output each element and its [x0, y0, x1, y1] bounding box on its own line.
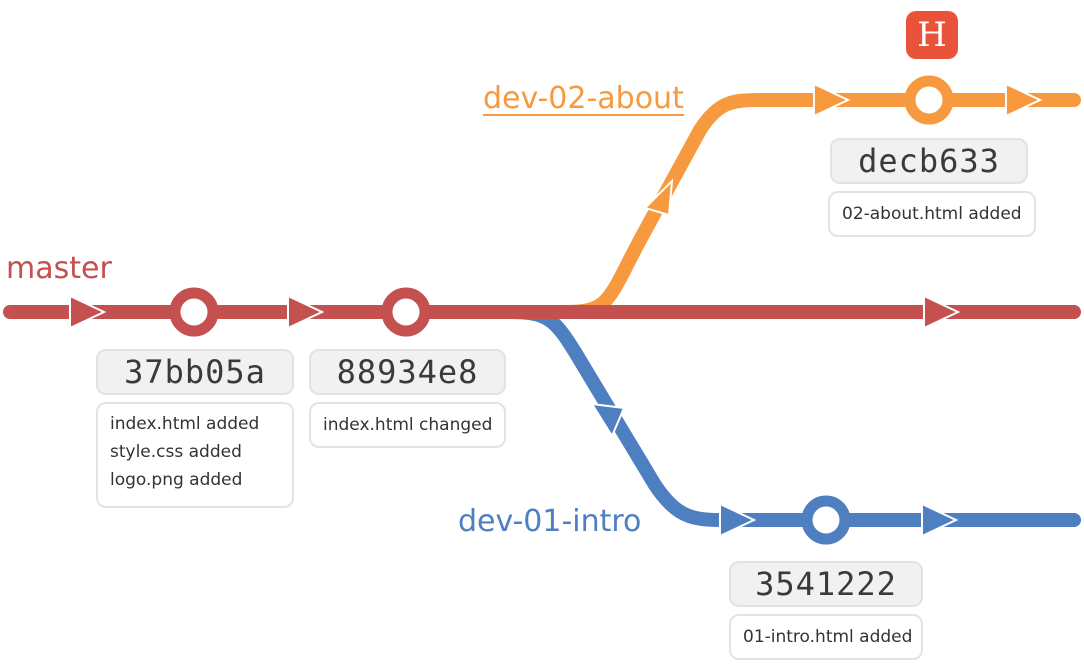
- arrow-icon: [923, 294, 961, 330]
- arrow-icon: [590, 402, 626, 439]
- commit-node-decb633: [904, 75, 954, 125]
- commit-node-3541222: [801, 495, 851, 545]
- arrow-icon: [643, 178, 674, 217]
- commit-hash-3541222: 3541222: [729, 561, 923, 607]
- head-badge: H: [906, 11, 958, 59]
- branch-label-dev-02-about: dev-02-about: [483, 81, 684, 116]
- commit-message-decb633: 02-about.html added: [828, 191, 1036, 237]
- arrow-icon: [813, 82, 851, 118]
- commit-hash-37bb05a: 37bb05a: [96, 349, 294, 395]
- commit-message-3541222: 01-intro.html added: [729, 614, 923, 660]
- commit-hash-88934e8: 88934e8: [309, 349, 506, 395]
- branch-line-dev-01-intro: [503, 305, 1081, 527]
- arrow-icon: [287, 294, 325, 330]
- commit-hash-decb633: decb633: [830, 138, 1028, 184]
- commit-node-37bb05a: [169, 287, 219, 337]
- branch-label-master: master: [6, 251, 112, 286]
- arrow-icon: [921, 502, 959, 538]
- commit-message-88934e8: index.html changed: [309, 402, 506, 448]
- commit-node-88934e8: [381, 287, 431, 337]
- arrow-icon: [69, 294, 107, 330]
- commit-message-line: logo.png added: [110, 470, 243, 490]
- commit-message-line: 01-intro.html added: [743, 627, 913, 647]
- commit-message-37bb05a: index.html added style.css added logo.pn…: [96, 402, 294, 508]
- branch-label-dev-01-intro: dev-01-intro: [458, 504, 642, 539]
- commit-message-line: 02-about.html added: [842, 204, 1022, 224]
- commit-message-line: index.html added: [110, 414, 260, 434]
- commit-message-line: style.css added: [110, 442, 242, 462]
- arrow-icon: [1005, 82, 1043, 118]
- commit-message-line: index.html changed: [323, 415, 493, 435]
- arrow-icon: [719, 502, 757, 538]
